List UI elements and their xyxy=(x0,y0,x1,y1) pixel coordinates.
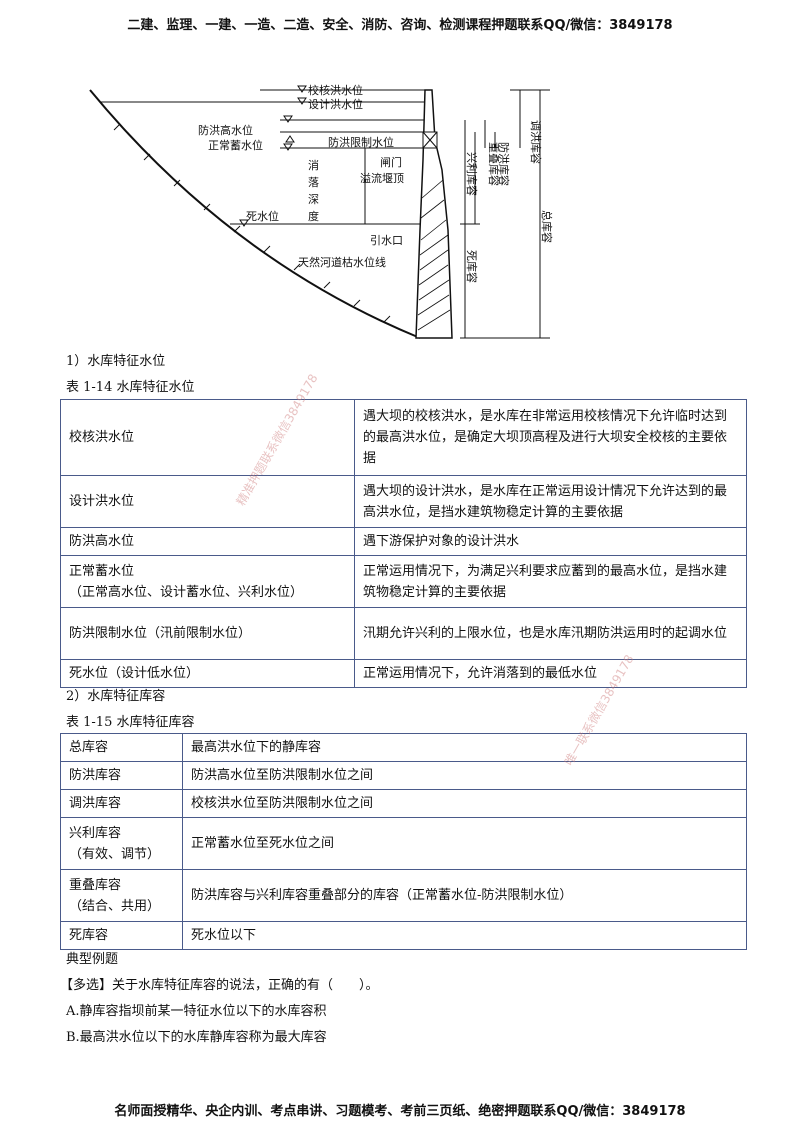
cell-name: 兴利库容 （有效、调节） xyxy=(60,817,183,870)
page-header: 二建、监理、一建、一造、二造、安全、消防、咨询、检测课程押题联系QQ/微信：38… xyxy=(127,18,673,33)
reservoir-diagram: 校核洪水位 设计洪水位 防洪高水位 正常蓄水位 防洪限制水位 闸门 溢流堰顶 消… xyxy=(80,80,560,340)
label-zhengchang: 正常蓄水位 xyxy=(208,138,263,152)
label-fanghong-gao: 防洪高水位 xyxy=(198,123,253,137)
cell-name: 防洪高水位 xyxy=(60,527,355,556)
label-tianran: 天然河道枯水位线 xyxy=(298,255,386,269)
label-chongdie: 重叠库容 xyxy=(487,142,501,186)
cell-name: 设计洪水位 xyxy=(60,475,355,528)
label-zhamen: 闸门 xyxy=(380,155,402,169)
cell-desc: 正常运用情况下，为满足兴利要求应蓄到的最高水位，是挡水建筑物稳定计算的主要依据 xyxy=(354,555,747,608)
cell-name-sub: （结合、共用） xyxy=(69,898,161,914)
label-xingli: 兴利库容 xyxy=(465,152,479,196)
cell-desc: 防洪高水位至防洪限制水位之间 xyxy=(182,761,747,790)
label-tiaohong: 调洪库容 xyxy=(529,120,543,164)
cell-name: 重叠库容 （结合、共用） xyxy=(60,869,183,922)
table-row: 总库容 最高洪水位下的静库容 xyxy=(60,733,747,762)
label-si-kurong: 死库容 xyxy=(465,250,479,283)
table-row: 死水位（设计低水位） 正常运用情况下，允许消落到的最低水位 xyxy=(60,659,747,688)
table1-caption: 表 1-14 水库特征水位 xyxy=(66,380,195,395)
label-sishui: 死水位 xyxy=(246,209,279,223)
cell-name-sub: （正常高水位、设计蓄水位、兴利水位） xyxy=(69,584,304,600)
example-option-b: B.最高洪水位以下的水库静库容称为最大库容 xyxy=(66,1030,327,1045)
cell-name: 调洪库容 xyxy=(60,789,183,818)
cell-name-main: 正常蓄水位 xyxy=(69,563,135,579)
water-level-table: 校核洪水位 遇大坝的校核洪水，是水库在非常运用校核情况下允许临时达到的最高洪水位… xyxy=(60,399,747,688)
table-row: 防洪库容 防洪高水位至防洪限制水位之间 xyxy=(60,761,747,790)
cell-desc: 汛期允许兴利的上限水位，也是水库汛期防洪运用时的起调水位 xyxy=(354,607,747,660)
label-sheji: 设计洪水位 xyxy=(308,97,363,111)
table-row: 校核洪水位 遇大坝的校核洪水，是水库在非常运用校核情况下允许临时达到的最高洪水位… xyxy=(60,399,747,476)
label-xiaoluo-2: 落 xyxy=(308,176,319,189)
label-xiaoluo-4: 度 xyxy=(308,209,319,223)
cell-name: 总库容 xyxy=(60,733,183,762)
cell-name: 防洪库容 xyxy=(60,761,183,790)
table-row: 兴利库容 （有效、调节） 正常蓄水位至死水位之间 xyxy=(60,817,747,870)
label-yinshui: 引水口 xyxy=(370,233,403,247)
cell-name-sub: （有效、调节） xyxy=(69,846,161,862)
cell-desc: 死水位以下 xyxy=(182,921,747,950)
cell-name: 防洪限制水位（汛前限制水位） xyxy=(60,607,355,660)
cell-name-main: 兴利库容 xyxy=(69,825,122,841)
cell-desc: 正常运用情况下，允许消落到的最低水位 xyxy=(354,659,747,688)
section1-title: 1）水库特征水位 xyxy=(66,354,166,369)
label-yiliu: 溢流堰顶 xyxy=(360,171,404,185)
section2-title: 2）水库特征库容 xyxy=(66,689,166,704)
cell-desc: 遇下游保护对象的设计洪水 xyxy=(354,527,747,556)
table2-caption: 表 1-15 水库特征库容 xyxy=(66,715,195,730)
cell-name: 校核洪水位 xyxy=(60,399,355,476)
table-row: 重叠库容 （结合、共用） 防洪库容与兴利库容重叠部分的库容（正常蓄水位-防洪限制… xyxy=(60,869,747,922)
cell-name: 死水位（设计低水位） xyxy=(60,659,355,688)
cell-desc: 校核洪水位至防洪限制水位之间 xyxy=(182,789,747,818)
cell-desc: 最高洪水位下的静库容 xyxy=(182,733,747,762)
table-row: 死库容 死水位以下 xyxy=(60,921,747,950)
cell-name-main: 重叠库容 xyxy=(69,877,122,893)
table-row: 防洪高水位 遇下游保护对象的设计洪水 xyxy=(60,527,747,556)
example-title: 典型例题 xyxy=(66,952,119,967)
page-footer: 名师面授精华、央企内训、考点串讲、习题模考、考前三页纸、绝密押题联系QQ/微信：… xyxy=(114,1104,686,1119)
label-xiaoluo-1: 消 xyxy=(308,158,319,172)
table-row: 调洪库容 校核洪水位至防洪限制水位之间 xyxy=(60,789,747,818)
label-xiaoluo-3: 深 xyxy=(308,193,319,206)
example-option-a: A.静库容指坝前某一特征水位以下的水库容积 xyxy=(66,1004,327,1019)
table-row: 正常蓄水位 （正常高水位、设计蓄水位、兴利水位） 正常运用情况下，为满足兴利要求… xyxy=(60,555,747,608)
cell-desc: 正常蓄水位至死水位之间 xyxy=(182,817,747,870)
cell-desc: 防洪库容与兴利库容重叠部分的库容（正常蓄水位-防洪限制水位） xyxy=(182,869,747,922)
example-question: 【多选】关于水库特征库容的说法，正确的有（ ）。 xyxy=(60,978,379,993)
capacity-table: 总库容 最高洪水位下的静库容 防洪库容 防洪高水位至防洪限制水位之间 调洪库容 … xyxy=(60,733,747,950)
label-fanghong-xianzhi: 防洪限制水位 xyxy=(328,135,394,149)
cell-desc: 遇大坝的设计洪水，是水库在正常运用设计情况下允许达到的最高洪水位，是挡水建筑物稳… xyxy=(354,475,747,528)
label-zong: 总库容 xyxy=(540,210,554,243)
cell-desc: 遇大坝的校核洪水，是水库在非常运用校核情况下允许临时达到的最高洪水位，是确定大坝… xyxy=(354,399,747,476)
table-row: 设计洪水位 遇大坝的设计洪水，是水库在正常运用设计情况下允许达到的最高洪水位，是… xyxy=(60,475,747,528)
label-fanghong-kurong: 防洪库容 xyxy=(497,142,511,186)
label-jiaohe: 校核洪水位 xyxy=(308,83,363,97)
table-row: 防洪限制水位（汛前限制水位） 汛期允许兴利的上限水位，也是水库汛期防洪运用时的起… xyxy=(60,607,747,660)
cell-name: 死库容 xyxy=(60,921,183,950)
cell-name: 正常蓄水位 （正常高水位、设计蓄水位、兴利水位） xyxy=(60,555,355,608)
